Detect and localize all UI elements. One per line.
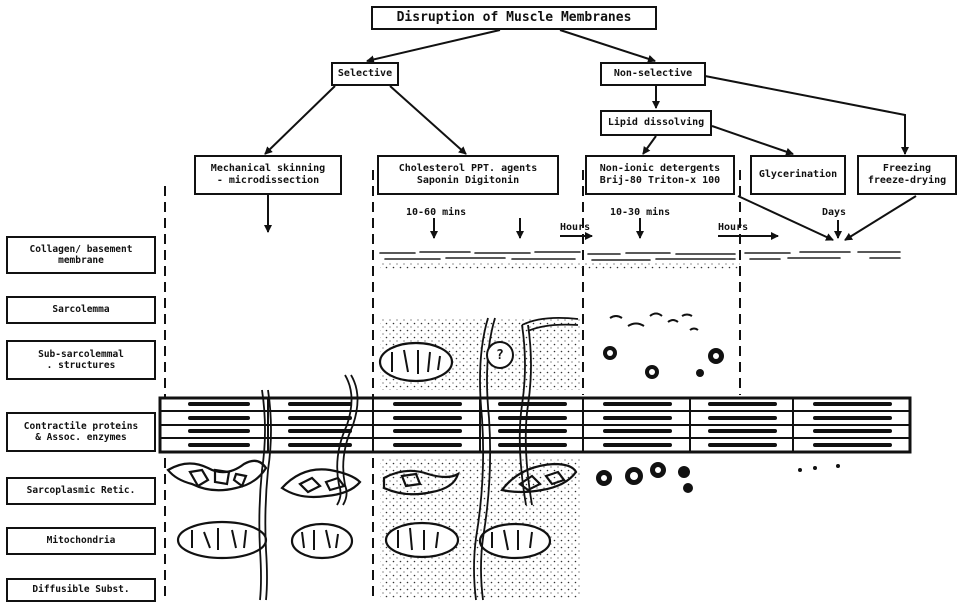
non-selective-box: Non-selective [600, 62, 706, 86]
question-circle [486, 341, 514, 369]
label-sarcolemma: Sarcolemma [6, 296, 156, 324]
freezing-box: Freezing freeze-drying [857, 155, 957, 195]
cholesterol-agents-box: Cholesterol PPT. agents Saponin Digitoni… [377, 155, 559, 195]
label-sarcoplasmic: Sarcoplasmic Retic. [6, 477, 156, 505]
label-contractile: Contractile proteins & Assoc. enzymes [6, 412, 156, 452]
mechanical-skinning-box: Mechanical skinning - microdissection [194, 155, 342, 195]
time-days: Days [822, 207, 847, 218]
time-nonionic: 10-30 mins [610, 207, 671, 218]
nonionic-detergents-box: Non-ionic detergents Brij-80 Triton-x 10… [585, 155, 735, 195]
selective-box: Selective [331, 62, 399, 86]
column-separators [164, 170, 741, 600]
flow-arrows [264, 29, 917, 241]
label-collagen: Collagen/ basement membrane [6, 236, 156, 274]
basement-stipple [380, 262, 740, 270]
contractile-band [158, 396, 912, 454]
filaments [258, 316, 579, 601]
time-hours-2: Hours [718, 222, 749, 233]
basement-membrane-hatch [379, 251, 901, 261]
title-box: Disruption of Muscle Membranes [371, 6, 657, 30]
lipid-dissolving-box: Lipid dissolving [600, 110, 712, 136]
glycerination-box: Glycerination [750, 155, 846, 195]
question-mark: ? [496, 348, 504, 363]
label-mitochondria: Mitochondria [6, 527, 156, 555]
label-diffusible: Diffusible Subst. [6, 578, 156, 602]
time-hours-1: Hours [560, 222, 591, 233]
mitochondria-cristae [191, 349, 533, 551]
sarcolemma-fragments [609, 312, 699, 331]
time-cholesterol: 10-60 mins [406, 207, 467, 218]
label-sub-sarcolemmal: Sub-sarcolemmal . structures [6, 340, 156, 380]
